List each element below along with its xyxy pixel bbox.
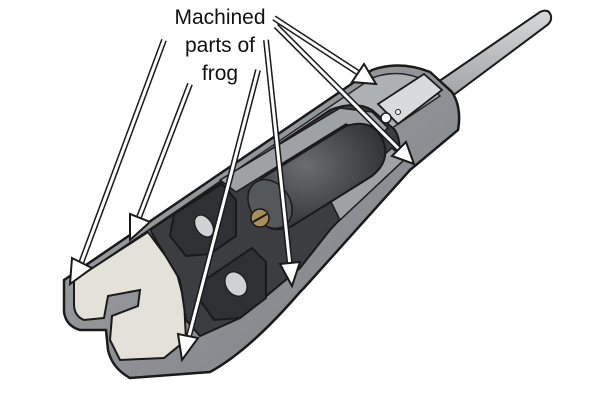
callout-label-line-2: parts of	[184, 34, 256, 57]
arrow-to-top-edge	[272, 15, 378, 86]
screw-icon	[250, 208, 270, 228]
frog-lobe-upper	[168, 182, 237, 258]
arrow-to-center-strip	[263, 39, 302, 289]
arrow-to-face-top	[129, 82, 193, 243]
frog-lobe-lower	[198, 246, 267, 322]
arrow-to-face-bottom	[176, 69, 261, 363]
callout-arrows	[68, 15, 416, 363]
callout-label-line-1: Machined	[174, 6, 266, 29]
arrow-to-left-edge	[68, 38, 167, 287]
callout-label-line-3: frog	[201, 62, 239, 85]
arrow-to-right-rail	[273, 23, 416, 166]
adjuster-collar	[376, 72, 444, 126]
